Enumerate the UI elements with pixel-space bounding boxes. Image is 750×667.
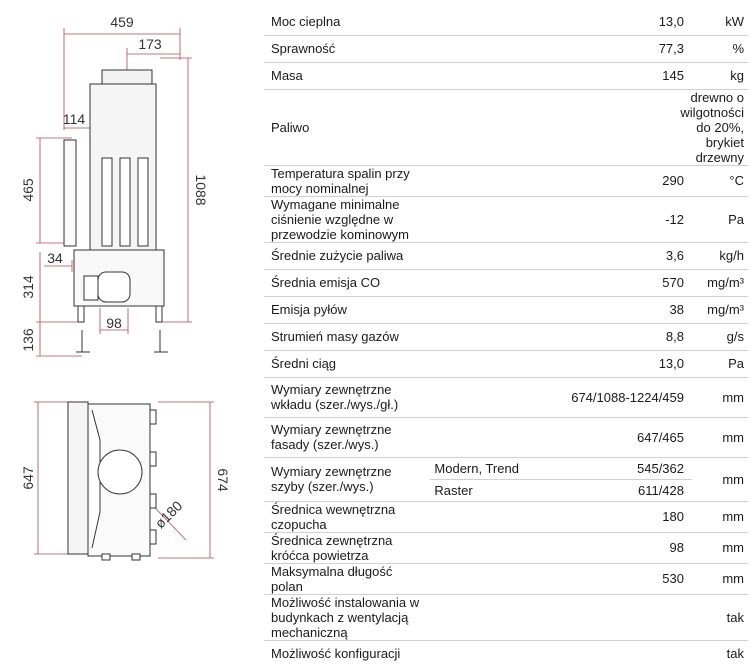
dim-upper: 465 (20, 178, 36, 202)
spec-label: Wymiary zewnętrzne fasady (szer./wys.) (264, 417, 431, 458)
dim-depth-right: 674 (215, 468, 231, 492)
spec-row: Masa 145 kg (264, 62, 748, 90)
spec-unit: mm (692, 377, 748, 418)
spec-sublabel: Raster (430, 479, 539, 502)
spec-unit: % (692, 35, 748, 63)
spec-value: -12 (430, 196, 692, 243)
front-view (63, 69, 168, 353)
spec-label: Sprawność (264, 35, 431, 63)
dim-base: 136 (20, 328, 36, 352)
spec-label: Możliwość instalowania w budynkach z wen… (264, 594, 431, 641)
spec-unit: mm (692, 532, 748, 564)
spec-value: 180 (430, 501, 692, 533)
spec-unit: g/s (692, 323, 748, 351)
spec-row: Emisja pyłów 38 mg/m³ (264, 296, 748, 324)
dimension-lines (34, 28, 214, 559)
dim-width-total: 459 (110, 14, 134, 30)
spec-value (430, 594, 692, 641)
spec-label: Paliwo (264, 89, 431, 166)
spec-value: 545/362 (538, 457, 692, 480)
spec-row: Wymagane minimalne ciśnienie względne w … (264, 196, 748, 243)
spec-sublabel: Modern, Trend (430, 457, 539, 480)
spec-unit: mm (692, 417, 748, 458)
dim-inlet: 98 (106, 315, 122, 331)
spec-row: Możliwość instalowania w budynkach z wen… (264, 594, 748, 641)
dim-small-offset: 34 (47, 250, 63, 266)
spec-row: Strumień masy gazów 8,8 g/s (264, 323, 748, 351)
spec-unit: mg/m³ (692, 296, 748, 324)
spec-row: Średnica wewnętrzna czopucha 180 mm (264, 501, 748, 533)
dim-width-flue: 173 (138, 36, 162, 52)
spec-unit: Pa (692, 350, 748, 378)
spec-value: 8,8 (430, 323, 692, 351)
spec-value: 145 (430, 62, 692, 90)
spec-value (430, 640, 692, 667)
spec-row: Maksymalna długość polan 530 mm (264, 563, 748, 595)
spec-row: Temperatura spalin przy mocy nominalnej … (264, 165, 748, 197)
spec-row: Średnica zewnętrzna króćca powietrza 98 … (264, 532, 748, 564)
spec-label: Średnia emisja CO (264, 269, 431, 297)
dim-lower: 314 (20, 275, 36, 299)
technical-drawings: 459 173 114 1088 465 314 136 34 98 647 6… (20, 14, 231, 561)
spec-label: Średnica wewnętrzna czopucha (264, 501, 431, 533)
spec-row: Średni ciąg 13,0 Pa (264, 350, 748, 378)
spec-label: Wymiary zewnętrzne szyby (szer./wys.) (264, 457, 431, 502)
spec-row: Moc cieplna 13,0 kW (264, 8, 748, 36)
dim-height-total: 1088 (193, 174, 209, 205)
spec-unit: kg (692, 62, 748, 90)
spec-unit: Pa (692, 196, 748, 243)
dim-flue-diameter: ø180 (152, 497, 186, 531)
spec-label: Średni ciąg (264, 350, 431, 378)
spec-label: Masa (264, 62, 431, 90)
spec-value: 13,0 (430, 8, 692, 36)
spec-label: Średnica zewnętrzna króćca powietrza (264, 532, 431, 564)
spec-value: 3,6 (430, 242, 692, 270)
spec-value: 38 (430, 296, 692, 324)
spec-value: 13,0 (430, 350, 692, 378)
spec-row: Wymiary zewnętrzne szyby (szer./wys.) Mo… (264, 457, 748, 502)
spec-value: 98 (430, 532, 692, 564)
dim-depth-left: 647 (20, 466, 36, 490)
spec-label: Wymiary zewnętrzne wkładu (szer./wys./gł… (264, 377, 431, 418)
spec-label: Temperatura spalin przy mocy nominalnej (264, 165, 431, 197)
spec-unit: mm (692, 457, 748, 502)
spec-row: Możliwość konfiguracji tak (264, 640, 748, 667)
spec-label: Strumień masy gazów (264, 323, 431, 351)
spec-unit: °C (692, 165, 748, 197)
top-view (67, 401, 157, 561)
spec-label: Emisja pyłów (264, 296, 431, 324)
spec-table: Moc cieplna 13,0 kW Sprawność 77,3 % Mas… (264, 8, 748, 667)
spec-value: 290 (430, 165, 692, 197)
spec-value: 77,3 (430, 35, 692, 63)
dim-left-offset: 114 (63, 111, 86, 127)
spec-value: drewno o wilgotności do 20%, brykiet drz… (430, 89, 748, 166)
spec-label: Moc cieplna (264, 8, 431, 36)
spec-unit: kg/h (692, 242, 748, 270)
spec-label: Wymagane minimalne ciśnienie względne w … (264, 196, 431, 243)
spec-unit: kW (692, 8, 748, 36)
spec-label: Możliwość konfiguracji (271, 646, 401, 662)
spec-row: Wymiary zewnętrzne wkładu (szer./wys./gł… (264, 377, 748, 418)
spec-label: Maksymalna długość polan (264, 563, 431, 595)
spec-row: Wymiary zewnętrzne fasady (szer./wys.) 6… (264, 417, 748, 458)
spec-unit: mm (692, 501, 748, 533)
spec-value: 530 (430, 563, 692, 595)
spec-label: Średnie zużycie paliwa (264, 242, 431, 270)
spec-value: 674/1088-1224/459 (430, 377, 692, 418)
spec-row: Paliwo drewno o wilgotności do 20%, bryk… (264, 89, 748, 166)
spec-unit: tak (692, 594, 748, 641)
spec-row: Sprawność 77,3 % (264, 35, 748, 63)
spec-unit: mm (692, 563, 748, 595)
spec-unit: tak (726, 646, 744, 662)
spec-row: Średnie zużycie paliwa 3,6 kg/h (264, 242, 748, 270)
spec-value: 611/428 (538, 479, 692, 502)
spec-value: 570 (430, 269, 692, 297)
spec-unit: mg/m³ (692, 269, 748, 297)
spec-value: 647/465 (430, 417, 692, 458)
spec-row: Raster 611/428 (264, 479, 748, 502)
spec-row: Średnia emisja CO 570 mg/m³ (264, 269, 748, 297)
